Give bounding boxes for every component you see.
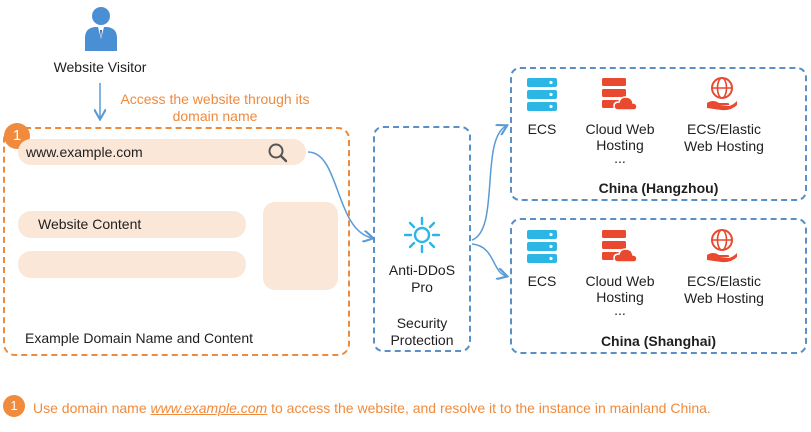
region-shanghai-box [510,218,807,354]
footnote-link[interactable]: www.example.com [150,400,268,416]
search-icon[interactable] [267,142,289,164]
url-text: www.example.com [26,144,143,160]
region-hangzhou-name: China (Hangzhou) [598,180,719,196]
footnote-suffix: to access the website, and resolve it to… [267,400,711,416]
elastic-web-hosting-icon [707,229,737,263]
url-bar[interactable] [18,139,306,165]
url-to-security-arrow [307,151,372,238]
example-box-caption: Example Domain Name and Content [25,330,254,346]
website-content-label: Website Content [38,216,142,232]
anti-ddos-icon [403,216,441,254]
ecs-icon [527,78,557,111]
anti-ddos-name: Anti-DDoS Pro [388,262,456,295]
region-shanghai-item-ecs: ECS [527,273,557,289]
access-label: Access the website through its domain na… [120,91,310,124]
region-hangzhou-item-ecs: ECS [527,121,557,137]
region-shanghai-name: China (Shanghai) [600,333,717,349]
region-shanghai-item-elastic: ECS/Elastic Web Hosting [684,273,764,306]
footnote-text: Use domain name www.example.com to acces… [33,400,711,417]
cloud-web-hosting-icon [602,78,638,111]
footnote-badge: 1 [3,395,25,417]
example-domain-box [3,127,350,356]
elastic-web-hosting-icon [707,77,737,111]
visitor [84,5,118,51]
security-protection-label: Security Protection [390,315,454,348]
content-placeholder-bar [18,251,246,278]
content-image-placeholder [263,202,338,290]
ecs-icon [527,230,557,263]
security-box [373,126,471,352]
security-to-hangzhou-arrow [471,126,506,241]
cloud-web-hosting-icon [602,230,638,263]
region-shanghai-item-cloud-web: Cloud Web Hosting ... [585,273,655,318]
security-to-shanghai-arrow [471,243,506,276]
footnote-prefix: Use domain name [33,400,151,416]
region-hangzhou-item-cloud-web: Cloud Web Hosting ... [585,121,655,166]
region-hangzhou-box [510,67,807,201]
region-hangzhou-item-elastic: ECS/Elastic Web Hosting [684,121,764,154]
user-icon [85,7,117,51]
visitor-label: Website Visitor [53,59,147,75]
website-content-bar [18,211,246,238]
